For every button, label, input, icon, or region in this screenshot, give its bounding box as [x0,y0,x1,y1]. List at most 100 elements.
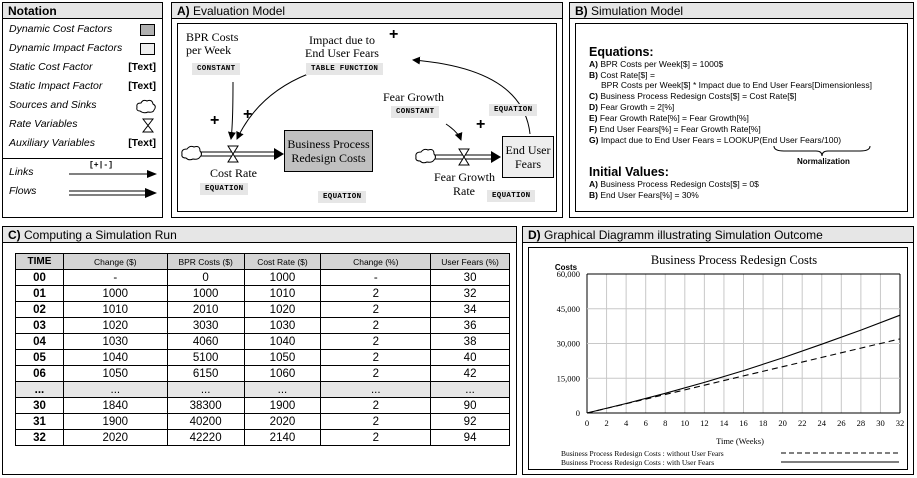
simulation-run-title: C) Computing a Simulation Run [3,227,516,243]
table-cell: 38 [430,333,510,350]
fear-growth-rate-valve [458,148,470,166]
column-header-change-percent: Change (%) [320,253,432,270]
equation-g: G) Impact due to End User Fears = LOOKUP… [589,135,842,145]
dynamic-cost-swatch [140,24,155,36]
simulation-model-title: B) Simulation Model [570,3,913,19]
cloud-icon [136,99,156,114]
series-line-with-fears [586,314,901,414]
simulation-model-panel: B) Simulation Model Equations: A) BPR Co… [569,2,914,218]
table-cell: 36 [430,317,510,334]
table-cell: 30 [430,269,510,286]
x-tick-label: 8 [663,418,667,428]
table-cell: 1900 [243,397,322,414]
table-cell: 40 [430,349,510,366]
y-tick-label: 45,000 [557,304,580,314]
x-tick-label: 12 [700,418,709,428]
table-cell: 94 [430,429,510,446]
equation-c: C) Business Process Redesign Costs[$] = … [589,91,797,101]
link-impact-to-cost-rate [236,73,309,140]
table-cell: 1020 [62,317,168,334]
bprc-equation-tag: EQUATION [318,191,367,203]
y-tick-label: 0 [576,408,580,418]
table-cell-time: 03 [15,317,64,334]
table-cell: 90 [430,397,510,414]
x-tick-label: 22 [798,418,807,428]
x-tick-label: 4 [624,418,629,428]
flow-arrow-icon [69,188,157,198]
table-cell: 2010 [166,301,245,318]
column-header-time: TIME [15,253,64,270]
x-tick-label: 30 [876,418,885,428]
equation-b: B) Cost Rate[$] = [589,70,655,80]
table-cell-time: 00 [15,269,64,286]
table-cell: 2 [320,301,432,318]
notation-sources-sinks: Sources and Sinks [7,99,158,114]
plus-sign-fear: + [476,116,486,133]
table-cell-time: 06 [15,365,64,382]
cost-rate-equation-tag: EQUATION [200,183,249,195]
notation-title: Notation [3,3,162,19]
x-axis-label: Time (Weeks) [716,436,764,446]
cost-rate-label: Cost Rate [210,166,257,180]
table-cell: 2 [320,365,432,382]
table-cell: 1050 [243,349,322,366]
table-cell: 1060 [243,365,322,382]
notation-rate-variables: Rate Variables [7,118,158,133]
table-cell: 2 [320,317,432,334]
table-cell: 92 [430,413,510,430]
bpr-constant-tag: CONSTANT [192,63,241,75]
source-cloud-2 [415,148,436,164]
table-cell: 38300 [166,397,245,414]
y-tick-label: 60,000 [557,269,580,279]
table-cell-time: 05 [15,349,64,366]
table-cell: 2140 [243,429,322,446]
notation-static-cost: Static Cost Factor [Text] [9,61,156,73]
column-header-user-fears: User Fears (%) [430,253,510,270]
column-header-change-dollar: Change ($) [62,253,168,270]
table-cell: 2 [320,413,432,430]
initial-a: A) Business Process Redesign Costs[$] = … [589,179,759,189]
cost-rate-valve [227,145,239,163]
x-tick-label: 18 [759,418,768,428]
source-cloud-1 [181,145,202,161]
x-tick-label: 16 [739,418,748,428]
table-cell: ... [62,381,168,398]
table-cell: 2020 [243,413,322,430]
table-row: .................. [15,381,510,398]
evaluation-model-panel: A) Evaluation Model [171,2,563,218]
table-cell: 1000 [62,285,168,302]
table-cell: 1030 [243,317,322,334]
valve-icon [142,118,154,133]
table-cell: 42220 [166,429,245,446]
fear-growth-rate-equation-tag: EQUATION [487,190,536,202]
fear-growth-constant-tag: CONSTANT [391,106,440,118]
link-bpr-to-cost-rate [227,81,236,140]
table-cell: ... [166,381,245,398]
table-cell: 1000 [243,269,322,286]
links-sign-label: [+|-] [89,161,114,170]
equations-title: Equations: [589,45,654,59]
end-user-fears-equation-tag: EQUATION [489,104,538,116]
table-cell: 2 [320,333,432,350]
table-cell: 1010 [62,301,168,318]
initial-values-title: Initial Values: [589,165,669,179]
table-cell: 0 [166,269,245,286]
table-function-tag: TABLE FUNCTION [306,63,384,75]
link-fear-growth-to-rate [445,123,463,141]
table-cell: 1030 [62,333,168,350]
x-tick-label: 0 [585,418,589,428]
fear-growth-label: Fear Growth [383,90,444,104]
notation-dynamic-impact: Dynamic Impact Factors [7,42,158,57]
table-cell: ... [243,381,322,398]
table-cell: 40200 [166,413,245,430]
legend-item-without-fears: Business Process Redesign Costs : withou… [561,449,724,458]
table-cell-time: 32 [15,429,64,446]
